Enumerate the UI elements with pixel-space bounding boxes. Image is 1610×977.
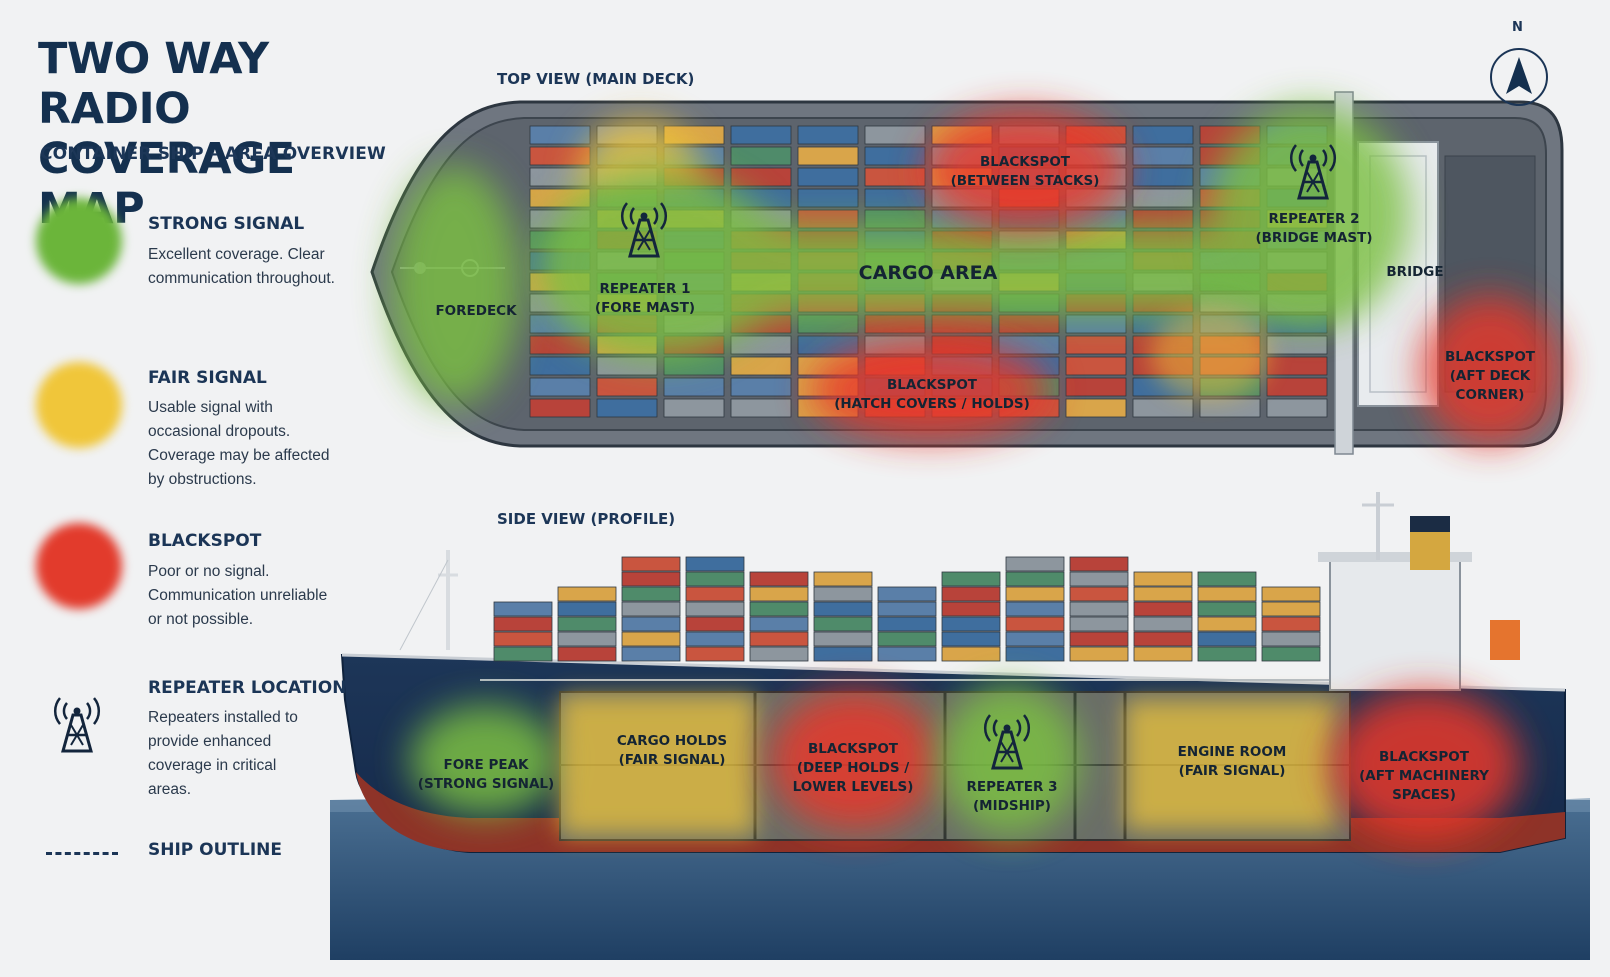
cargo-holds-title: CARGO HOLDS <box>616 733 728 749</box>
blackspot-hatch-title: BLACKSPOT <box>886 377 978 393</box>
repeater-3-location: (MIDSHIP) <box>973 798 1051 814</box>
side-view-label: SIDE VIEW (PROFILE) <box>497 510 676 528</box>
fore-peak-status: (STRONG SIGNAL) <box>417 776 555 792</box>
cargo-area-label: CARGO AREA <box>858 262 998 284</box>
repeater-1-title: REPEATER 1 <box>599 281 691 297</box>
blackspot-stacks-title: BLACKSPOT <box>979 154 1071 170</box>
repeater-location-desc: Repeaters installed to provide enhanced … <box>148 709 298 798</box>
title-line-1: TWO WAY RADIO <box>38 34 269 134</box>
fore-peak-label: FORE PEAK (STRONG SIGNAL) <box>418 756 554 794</box>
repeater-2-title: REPEATER 2 <box>1268 211 1360 227</box>
side-coverage-overlay <box>410 685 1520 840</box>
blackspot-deep-location-2: LOWER LEVELS) <box>792 779 914 795</box>
blackspot-machinery-title: BLACKSPOT <box>1378 749 1469 765</box>
side-container-stacks <box>493 556 1321 662</box>
blackspot-machinery-label: BLACKSPOT (AFT MACHINERY SPACES) <box>1359 748 1489 805</box>
blackspot-desc: Poor or no signal. Communication unrelia… <box>148 563 328 628</box>
top-coverage-overlay <box>390 105 1560 445</box>
engine-room-title: ENGINE ROOM <box>1177 744 1287 760</box>
blackspot-deep-location-1: (DEEP HOLDS / <box>796 760 910 776</box>
repeater-3-label: REPEATER 3 (MIDSHIP) <box>966 778 1057 816</box>
blackspot-hatch-label: BLACKSPOT (HATCH COVERS / HOLDS) <box>834 376 1030 414</box>
engine-room-status: (FAIR SIGNAL) <box>1178 763 1286 779</box>
repeater-3-title: REPEATER 3 <box>966 779 1058 795</box>
top-view-label: TOP VIEW (MAIN DECK) <box>497 70 695 88</box>
foredeck-label: FOREDECK <box>435 303 517 319</box>
blackspot-aft-location-1: (AFT DECK <box>1449 368 1531 384</box>
blackspot-deep-label: BLACKSPOT (DEEP HOLDS / LOWER LEVELS) <box>793 740 914 797</box>
blackspot-aft-label: BLACKSPOT (AFT DECK CORNER) <box>1445 348 1535 405</box>
blackspot-hatch-location: (HATCH COVERS / HOLDS) <box>834 396 1030 412</box>
blackspot-swatch <box>36 523 122 609</box>
bridge-label: BRIDGE <box>1386 264 1444 280</box>
blackspot-stacks-location: (BETWEEN STACKS) <box>950 173 1100 189</box>
repeater-2-label: REPEATER 2 (BRIDGE MAST) <box>1255 210 1372 248</box>
cargo-holds-status: (FAIR SIGNAL) <box>618 752 726 768</box>
strong-signal-swatch <box>36 198 122 284</box>
cargo-holds-label: CARGO HOLDS (FAIR SIGNAL) <box>617 732 727 770</box>
compass-north-label: N <box>1512 20 1523 35</box>
top-view-ship <box>370 91 1564 455</box>
side-bridge <box>1329 559 1461 691</box>
blackspot-aft-location-2: CORNER) <box>1455 387 1525 403</box>
fair-signal-name: FAIR SIGNAL <box>148 368 267 388</box>
fore-peak-title: FORE PEAK <box>443 757 529 773</box>
ship-outline-name: SHIP OUTLINE <box>148 840 283 860</box>
repeater-location-name: REPEATER LOCATION <box>148 678 347 698</box>
blackspot-name: BLACKSPOT <box>148 531 262 551</box>
fair-signal-desc: Usable signal with occasional dropouts. … <box>148 399 330 488</box>
legend-repeater-icon <box>53 696 101 753</box>
strong-signal-name: STRONG SIGNAL <box>148 214 305 234</box>
repeater-1-location: (FORE MAST) <box>594 300 696 316</box>
blackspot-deep-title: BLACKSPOT <box>807 741 899 757</box>
ship-outline-swatch <box>46 852 118 855</box>
strong-signal-desc: Excellent coverage. Clear communication … <box>148 246 335 287</box>
repeater-2-location: (BRIDGE MAST) <box>1255 230 1373 246</box>
engine-room-label: ENGINE ROOM (FAIR SIGNAL) <box>1178 743 1287 781</box>
fair-signal-swatch <box>36 362 122 448</box>
blackspot-stacks-label: BLACKSPOT (BETWEEN STACKS) <box>951 153 1100 191</box>
side-view-ship <box>330 492 1590 960</box>
compass <box>1490 48 1548 106</box>
blackspot-machinery-location-1: (AFT MACHINERY <box>1359 768 1489 784</box>
repeater-1-label: REPEATER 1 (FORE MAST) <box>595 280 695 318</box>
blackspot-machinery-location-2: SPACES) <box>1392 787 1456 803</box>
blackspot-aft-title: BLACKSPOT <box>1444 349 1536 365</box>
page-subtitle: CONTAINER SHIP – AREA OVERVIEW <box>40 144 386 164</box>
